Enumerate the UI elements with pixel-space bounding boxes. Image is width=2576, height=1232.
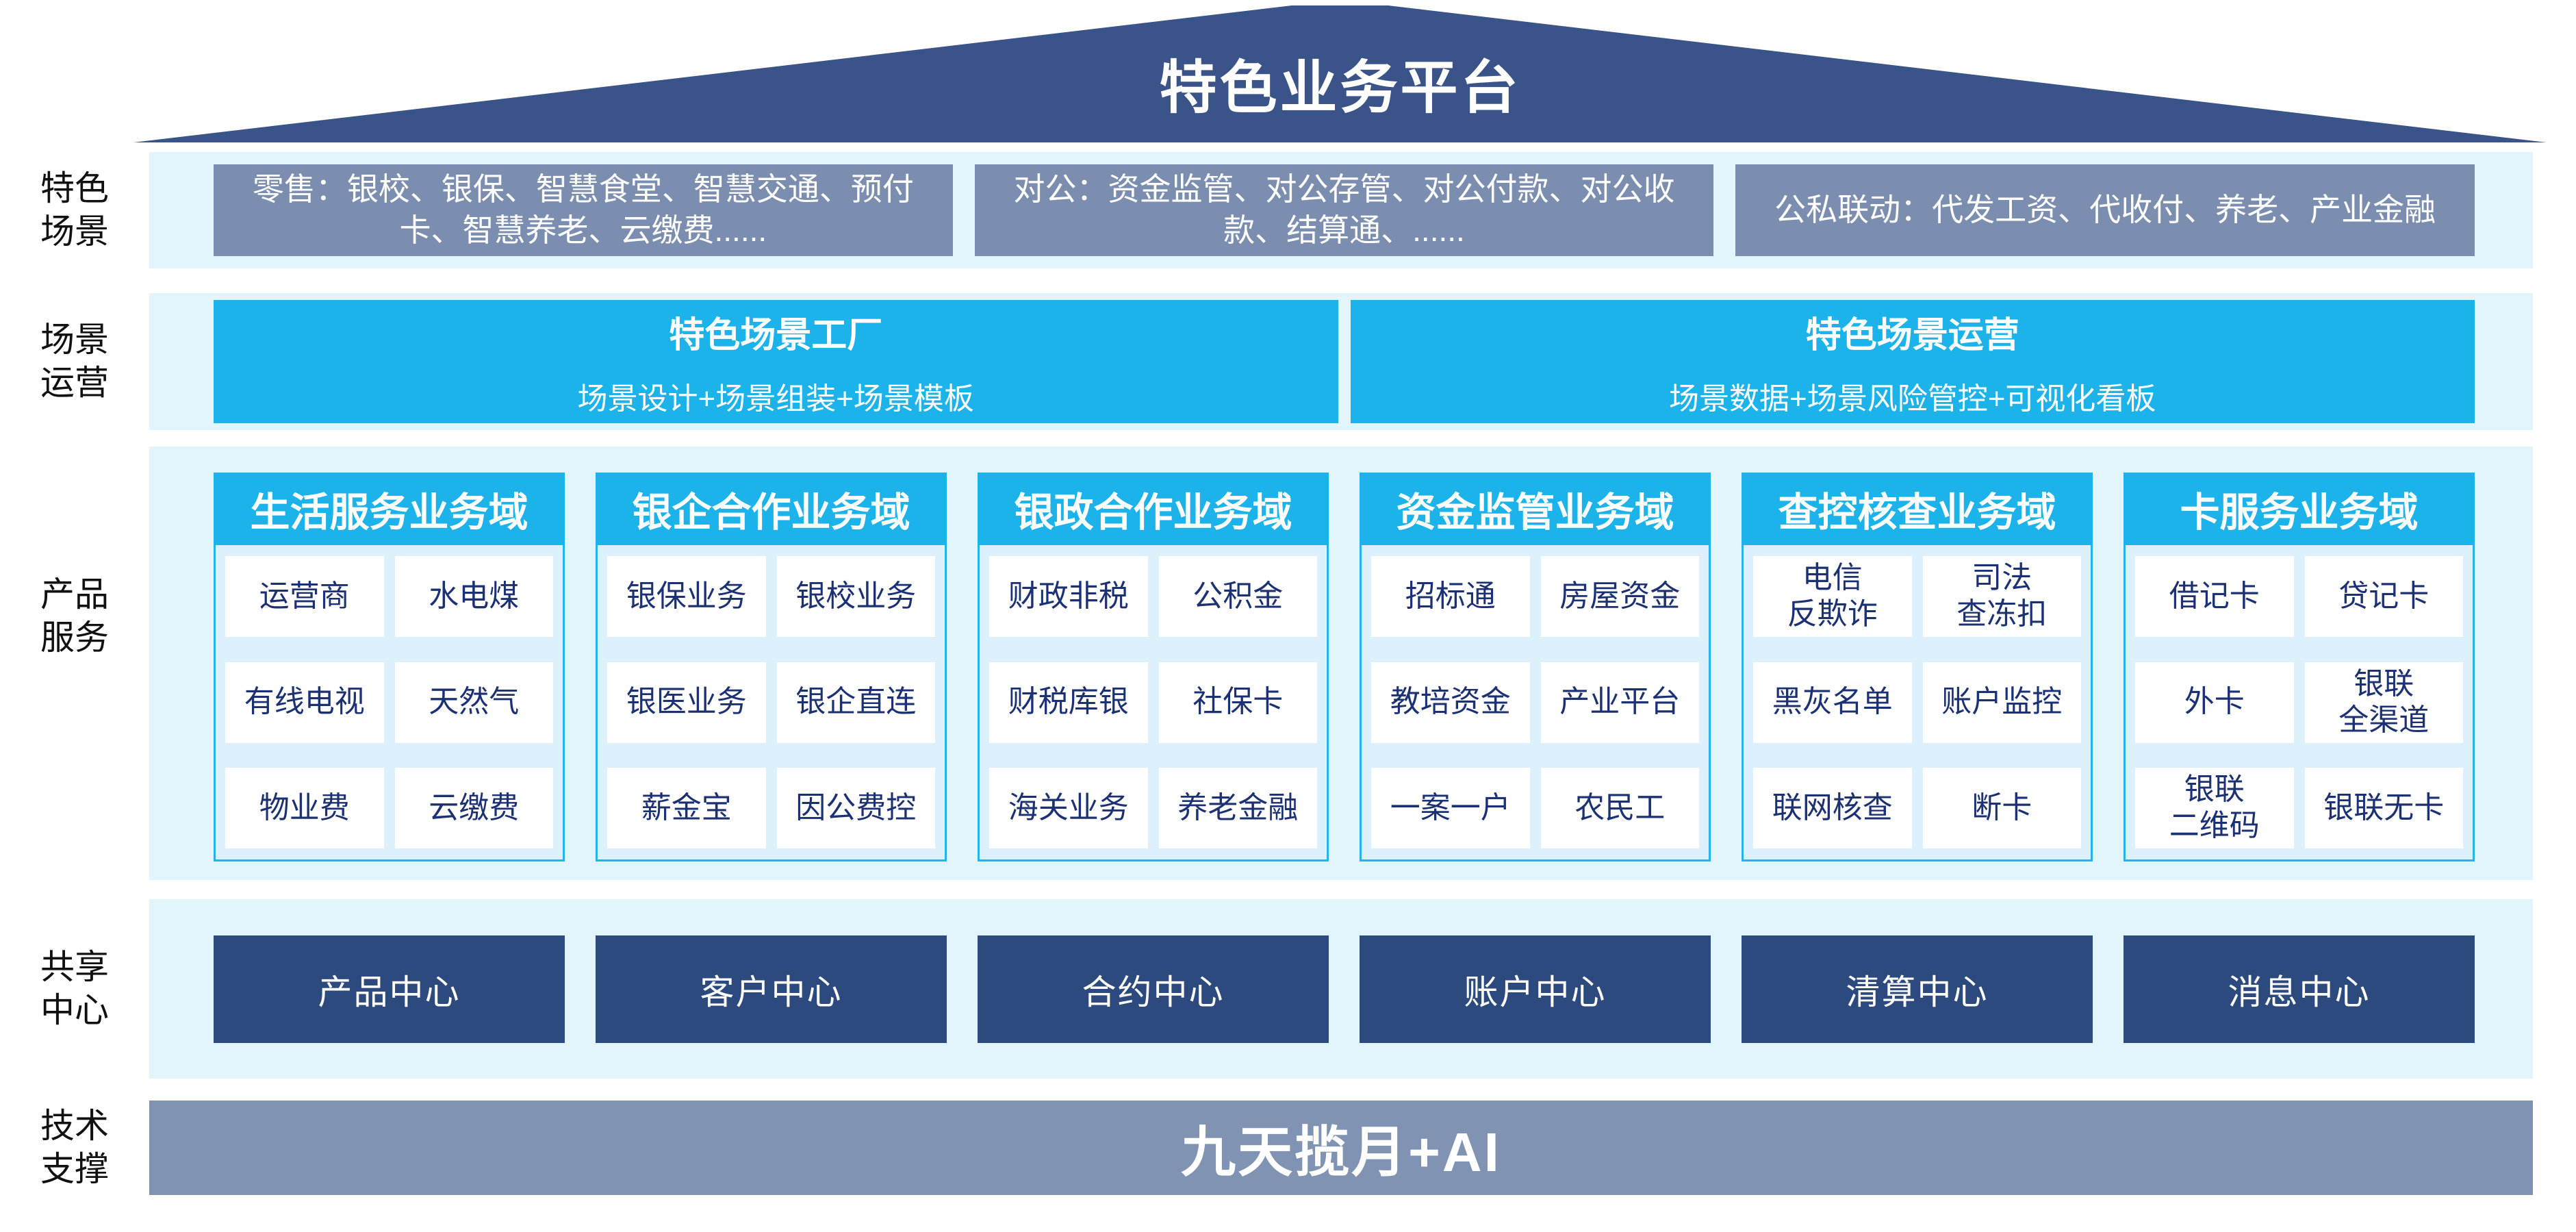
product-cell: 银保业务 [607, 556, 766, 637]
product-column-panel: 电信 反欺诈 司法 查冻扣 黑灰名单 账户监控 联网核查 断卡 [1742, 545, 2093, 862]
scene-factory-title: 特色场景工厂 [669, 315, 883, 355]
scene-operation-box: 特色场景运营 场景数据+场景风险管控+可视化看板 [1350, 300, 2475, 423]
product-cell: 联网核查 [1753, 768, 1912, 848]
row-label-scenes: 特色 场景 [40, 169, 109, 251]
shared-center-customer: 客户中心 [596, 935, 947, 1043]
operations-strip: 特色场景工厂 场景设计+场景组装+场景模板 特色场景运营 场景数据+场景风险管控… [149, 293, 2533, 430]
platform-roof: 特色业务平台 [133, 5, 2547, 142]
product-cell: 电信 反欺诈 [1753, 556, 1912, 637]
product-cell: 银联 全渠道 [2304, 662, 2463, 743]
product-column-inquiry-control: 查控核查业务域 电信 反欺诈 司法 查冻扣 黑灰名单 账户监控 联网核查 断卡 [1742, 473, 2093, 862]
product-cell: 物业费 [225, 768, 384, 848]
shared-center-product: 产品中心 [214, 935, 565, 1043]
product-cell: 贷记卡 [2304, 556, 2463, 637]
product-column-panel: 招标通 房屋资金 教培资金 产业平台 一案一户 农民工 [1360, 545, 1711, 862]
page-title: 特色业务平台 [1159, 55, 1521, 120]
product-cell: 云缴费 [394, 768, 553, 848]
product-column-header: 银企合作业务域 [596, 473, 947, 545]
scenes-strip: 零售：银校、银保、智慧食堂、智慧交通、预付 卡、智慧养老、云缴费...... 对… [149, 152, 2533, 268]
scene-factory-box: 特色场景工厂 场景设计+场景组装+场景模板 [214, 300, 1338, 423]
scene-operation-title: 特色场景运营 [1805, 315, 2019, 355]
product-column-header: 生活服务业务域 [214, 473, 565, 545]
product-cell: 银企直连 [776, 662, 935, 743]
product-cell: 银医业务 [607, 662, 766, 743]
product-cell: 房屋资金 [1540, 556, 1699, 637]
shared-center-account: 账户中心 [1360, 935, 1711, 1043]
product-cell: 海关业务 [989, 768, 1148, 848]
product-cell: 黑灰名单 [1753, 662, 1912, 743]
product-cell: 因公费控 [776, 768, 935, 848]
shared-center-contract: 合约中心 [978, 935, 1329, 1043]
scene-operation-subtitle: 场景数据+场景风险管控+可视化看板 [1669, 381, 2156, 416]
row-label-operations: 场景 运营 [40, 320, 109, 402]
product-column-header: 查控核查业务域 [1742, 473, 2093, 545]
product-cell: 农民工 [1540, 768, 1699, 848]
product-cell: 银联 二维码 [2135, 768, 2294, 848]
row-label-shared: 共享 中心 [40, 948, 109, 1029]
tech-support-bar: 九天揽月+AI [149, 1101, 2533, 1195]
row-label-tech: 技术 支撑 [40, 1107, 109, 1188]
product-cell: 借记卡 [2135, 556, 2294, 637]
row-label-products: 产品 服务 [40, 575, 109, 657]
product-cell: 司法 查冻扣 [1922, 556, 2081, 637]
product-cell: 薪金宝 [607, 768, 766, 848]
shared-strip: 产品中心 客户中心 合约中心 账户中心 清算中心 消息中心 [149, 899, 2533, 1079]
product-cell: 有线电视 [225, 662, 384, 743]
product-column-panel: 借记卡 贷记卡 外卡 银联 全渠道 银联 二维码 银联无卡 [2124, 545, 2475, 862]
product-cell: 运营商 [225, 556, 384, 637]
product-cell: 银校业务 [776, 556, 935, 637]
product-cell: 外卡 [2135, 662, 2294, 743]
product-cell: 养老金融 [1158, 768, 1317, 848]
product-cell: 公积金 [1158, 556, 1317, 637]
product-cell: 招标通 [1371, 556, 1530, 637]
product-column-fund-supervision: 资金监管业务域 招标通 房屋资金 教培资金 产业平台 一案一户 农民工 [1360, 473, 1711, 862]
product-column-header: 资金监管业务域 [1360, 473, 1711, 545]
shared-center-clearing: 清算中心 [1742, 935, 2093, 1043]
product-cell: 产业平台 [1540, 662, 1699, 743]
product-cell: 教培资金 [1371, 662, 1530, 743]
product-column-header: 银政合作业务域 [978, 473, 1329, 545]
product-column-bank-government: 银政合作业务域 财政非税 公积金 财税库银 社保卡 海关业务 养老金融 [978, 473, 1329, 862]
product-cell: 一案一户 [1371, 768, 1530, 848]
product-column-card-services: 卡服务业务域 借记卡 贷记卡 外卡 银联 全渠道 银联 二维码 银联无卡 [2124, 473, 2475, 862]
product-cell: 水电煤 [394, 556, 553, 637]
scene-factory-subtitle: 场景设计+场景组装+场景模板 [577, 381, 974, 416]
scene-box-corporate: 对公：资金监管、对公存管、对公付款、对公收 款、结算通、...... [974, 164, 1714, 256]
scene-box-linkage: 公私联动：代发工资、代收付、养老、产业金融 [1735, 164, 2475, 256]
shared-center-message: 消息中心 [2124, 935, 2475, 1043]
product-column-bank-enterprise: 银企合作业务域 银保业务 银校业务 银医业务 银企直连 薪金宝 因公费控 [596, 473, 947, 862]
product-cell: 天然气 [394, 662, 553, 743]
product-cell: 财税库银 [989, 662, 1148, 743]
product-column-panel: 运营商 水电煤 有线电视 天然气 物业费 云缴费 [214, 545, 565, 862]
product-column-life-services: 生活服务业务域 运营商 水电煤 有线电视 天然气 物业费 云缴费 [214, 473, 565, 862]
products-strip: 生活服务业务域 运营商 水电煤 有线电视 天然气 物业费 云缴费 银企合作业务域… [149, 447, 2533, 880]
scene-box-retail: 零售：银校、银保、智慧食堂、智慧交通、预付 卡、智慧养老、云缴费...... [214, 164, 953, 256]
product-cell: 银联无卡 [2304, 768, 2463, 848]
product-cell: 财政非税 [989, 556, 1148, 637]
product-column-header: 卡服务业务域 [2124, 473, 2475, 545]
product-column-panel: 银保业务 银校业务 银医业务 银企直连 薪金宝 因公费控 [596, 545, 947, 862]
product-column-panel: 财政非税 公积金 财税库银 社保卡 海关业务 养老金融 [978, 545, 1329, 862]
product-cell: 断卡 [1922, 768, 2081, 848]
product-cell: 账户监控 [1922, 662, 2081, 743]
product-cell: 社保卡 [1158, 662, 1317, 743]
